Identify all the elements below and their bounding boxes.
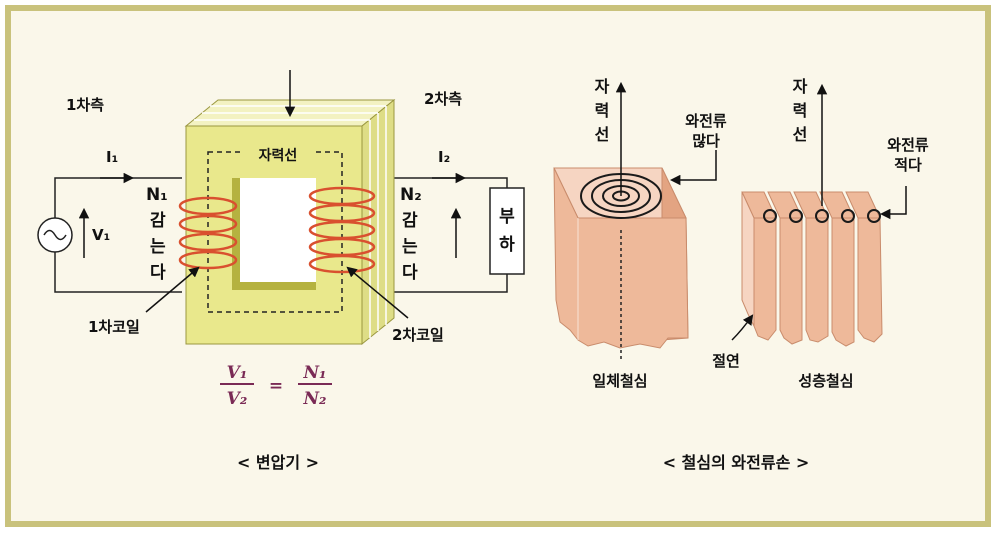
formula-n2: N₂ [303, 389, 327, 409]
flux-label: 자력선 [259, 148, 298, 164]
flux-char: 선 [595, 125, 610, 144]
winding-2-char: 다 [402, 263, 418, 283]
eddy-label-solid-line1: 와전류 [685, 112, 727, 130]
coil-1-label: 1차코일 [88, 318, 140, 336]
formula-equals: = [269, 376, 283, 396]
winding-2-char: 감 [402, 211, 418, 231]
load-char: 하 [499, 235, 515, 255]
flux-char: 선 [793, 125, 808, 144]
winding-1-char: 는 [150, 237, 166, 257]
primary-coil [178, 196, 238, 270]
solid-core-name: 일체철심 [592, 372, 647, 390]
coil-1-leader [145, 266, 200, 313]
current-2-label: I₂ [438, 148, 450, 166]
eddy-leader-laminated [879, 186, 907, 220]
coil-2-leader [346, 266, 409, 319]
winding-2-char: 는 [402, 237, 418, 257]
coil-2-label: 2차코일 [392, 326, 444, 344]
formula-v2: V₂ [227, 389, 248, 409]
transformer-diagram [37, 70, 525, 385]
eddy-caption: < 철심의 와전류손 > [663, 453, 810, 472]
eddy-label-solid-line2: 많다 [692, 132, 720, 150]
load-box [489, 187, 525, 275]
secondary-coil [308, 186, 376, 274]
solid-core-diagram [553, 81, 717, 360]
insulation-leader [731, 314, 754, 341]
transformer-core [184, 98, 396, 346]
flux-char: 자 [793, 77, 808, 96]
eddy-label-laminated-line1: 와전류 [887, 136, 929, 154]
flux-char: 력 [595, 101, 610, 120]
current-1-label: I₁ [106, 148, 118, 166]
laminated-core-name: 성층철심 [798, 372, 853, 390]
insulation-label: 절연 [712, 352, 740, 370]
winding-1-char: 감 [150, 211, 166, 231]
turns-2-label: N₂ [400, 185, 422, 205]
flux-char: 자 [595, 77, 610, 96]
transformer-caption: < 변압기 > [237, 453, 319, 472]
primary-side-label: 1차측 [66, 96, 104, 114]
eddy-leader-solid [669, 150, 717, 186]
formula-v1: V₁ [227, 363, 248, 383]
voltage-1-label: V₁ [92, 226, 110, 244]
winding-1-char: 다 [150, 263, 166, 283]
load-char: 부 [499, 207, 515, 227]
eddy-label-laminated-line2: 적다 [894, 156, 922, 174]
secondary-side-label: 2차측 [424, 90, 462, 108]
turns-1-label: N₁ [146, 185, 168, 205]
flux-char: 력 [793, 101, 808, 120]
formula-n1: N₁ [303, 363, 327, 383]
laminated-core-diagram [731, 83, 907, 347]
